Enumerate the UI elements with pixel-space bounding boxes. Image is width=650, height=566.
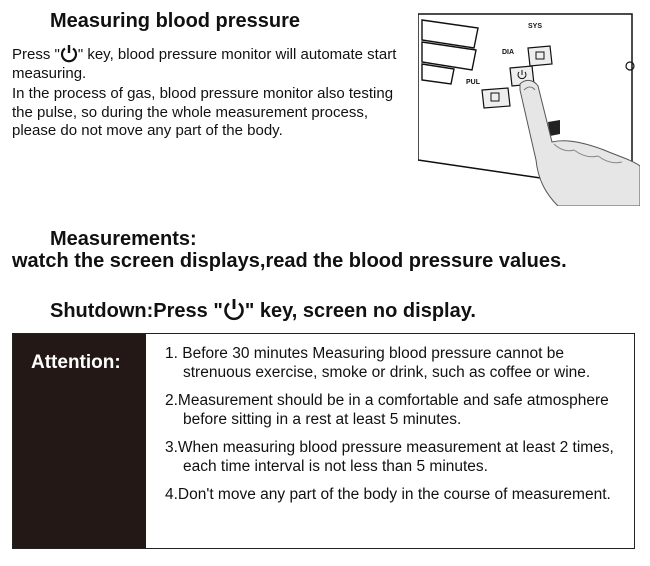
set-button-icon bbox=[527, 45, 553, 67]
attention-label: Attention: bbox=[31, 352, 121, 373]
finger-hand-icon bbox=[519, 79, 640, 206]
memory-button-icon bbox=[481, 87, 511, 109]
device-figure: SYS DIA PUL bbox=[418, 13, 640, 206]
dia-label: DIA bbox=[502, 49, 514, 56]
power-icon bbox=[224, 299, 244, 321]
attention-label-panel: Attention: bbox=[13, 334, 146, 548]
pul-label: PUL bbox=[466, 79, 481, 86]
power-icon bbox=[60, 45, 77, 63]
attention-item: 3.When measuring blood pressure measurem… bbox=[165, 439, 614, 475]
sys-label: SYS bbox=[528, 23, 542, 30]
attention-item: 4.Don't move any part of the body in the… bbox=[165, 486, 611, 503]
measurements-heading: Measurements: bbox=[50, 228, 197, 250]
lcd-screen bbox=[421, 19, 479, 85]
intro-text: Press "" key, blood pressure monitor wil… bbox=[12, 44, 412, 143]
page-title: Measuring blood pressure bbox=[50, 10, 301, 32]
attention-list: 1. Before 30 minutes Measuring blood pre… bbox=[165, 344, 625, 513]
shutdown-line: Shutdown:Press "" key, screen no display… bbox=[50, 299, 476, 322]
attention-box: Attention: 1. Before 30 minutes Measurin… bbox=[12, 333, 635, 549]
intro-paragraph-1: Press "" key, blood pressure monitor wil… bbox=[12, 45, 397, 82]
intro-paragraph-2: In the process of gas, blood pressure mo… bbox=[12, 85, 394, 139]
attention-item: 1. Before 30 minutes Measuring blood pre… bbox=[165, 345, 591, 381]
attention-item: 2.Measurement should be in a comfortable… bbox=[165, 392, 609, 428]
measurements-body: watch the screen displays,read the blood… bbox=[12, 250, 567, 272]
